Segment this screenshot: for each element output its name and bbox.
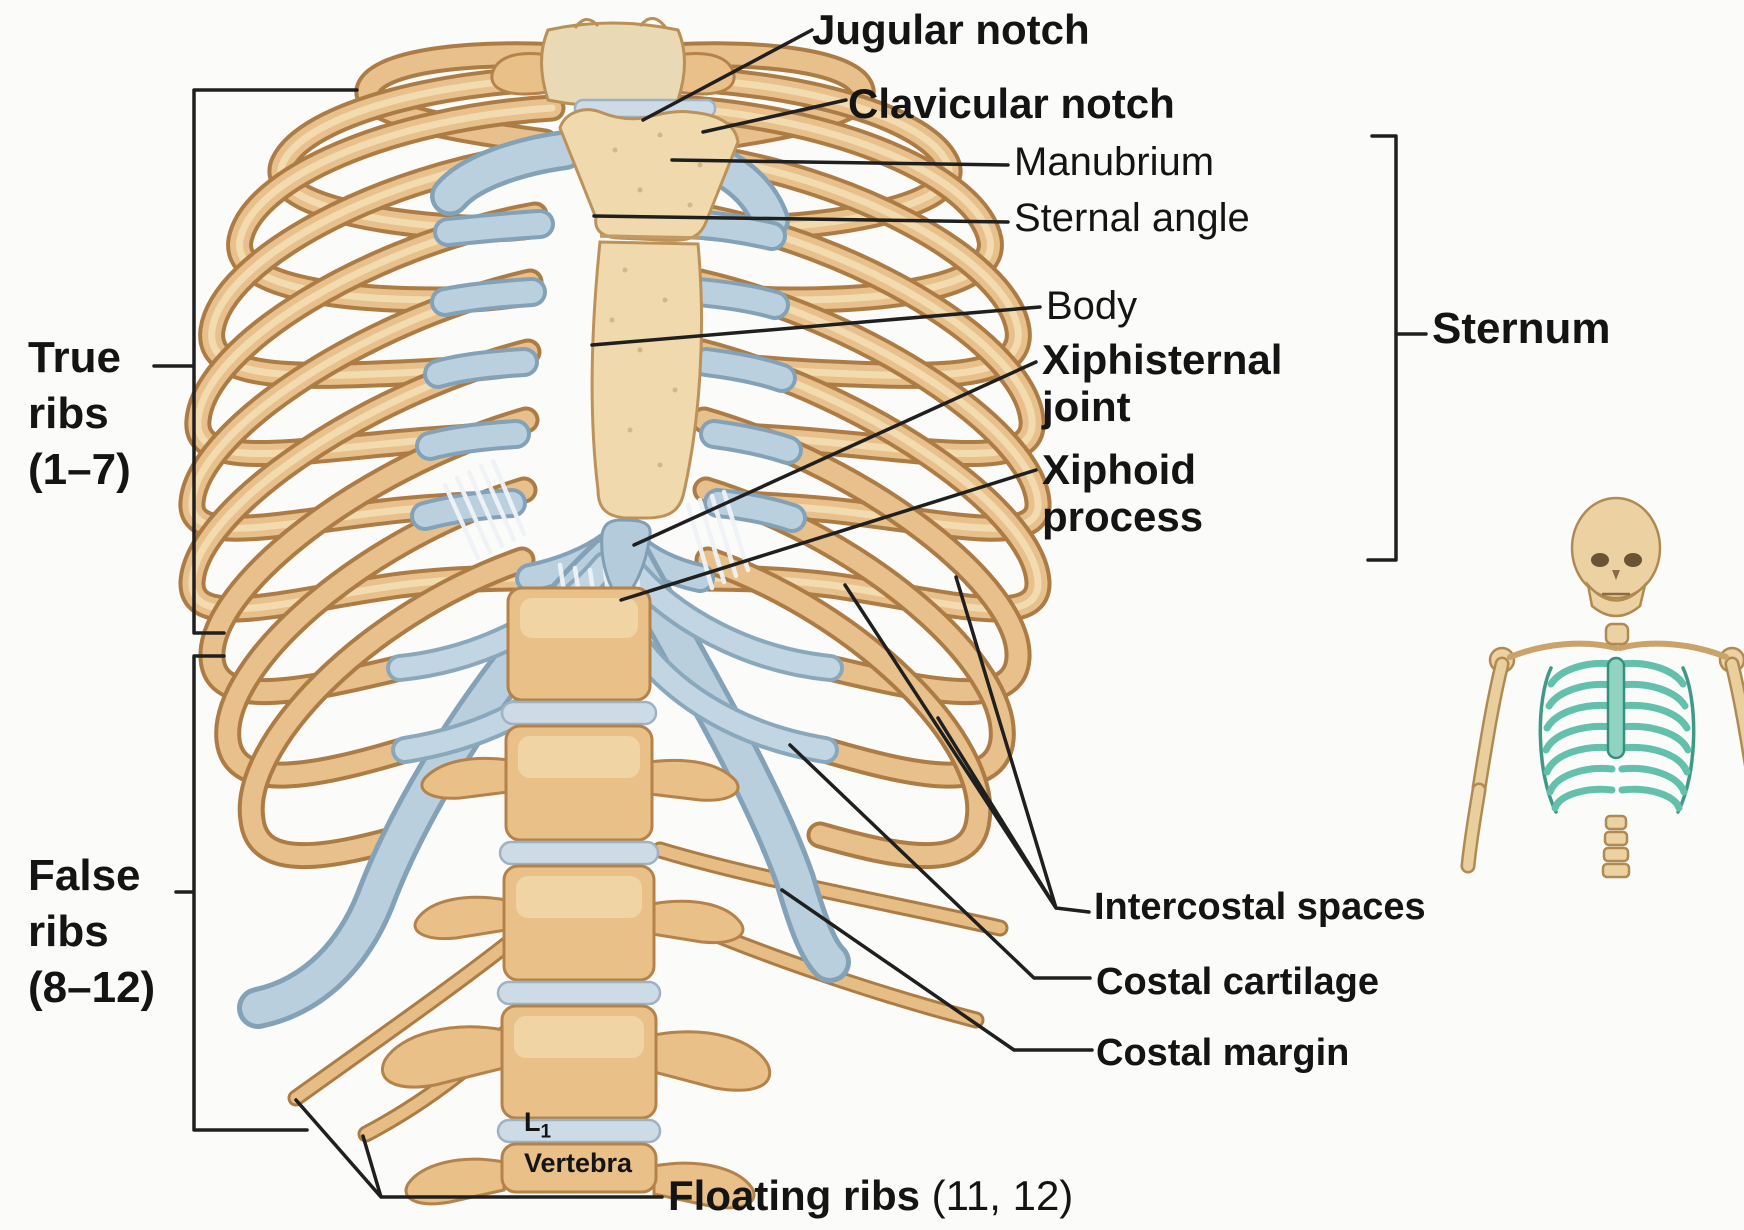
label-xiphoid-process: Xiphoid process bbox=[1042, 446, 1204, 541]
sternal-angle-line bbox=[599, 234, 701, 240]
inset-ribs bbox=[1542, 659, 1692, 812]
false-ribs-bracket bbox=[174, 654, 309, 1132]
label-manubrium: Manubrium bbox=[1014, 140, 1215, 184]
label-l1-vertebra: L1 Vertebra bbox=[524, 1107, 633, 1179]
label-intercostal-spaces: Intercostal spaces bbox=[1094, 886, 1426, 928]
manubrium-leader bbox=[670, 158, 1010, 167]
label-body: Body bbox=[1046, 284, 1138, 328]
sternal-angle-leader bbox=[592, 214, 1010, 224]
vertebral-column bbox=[381, 586, 772, 1210]
label-sternal-angle: Sternal angle bbox=[1014, 196, 1250, 240]
xiphisternal-joint-leader bbox=[632, 360, 1038, 547]
costal-cartilage-leader bbox=[788, 743, 1092, 980]
xiphoid-process-leader bbox=[619, 468, 1038, 602]
upper-thoracic-vertebra bbox=[490, 17, 736, 119]
body-leader bbox=[590, 305, 1042, 347]
label-jugular-notch: Jugular notch bbox=[812, 6, 1090, 53]
clavicular-notch-leader bbox=[701, 98, 848, 134]
leader-lines bbox=[152, 28, 1428, 1199]
sternum-bracket bbox=[1366, 134, 1428, 562]
inset-skeleton bbox=[1460, 496, 1744, 879]
label-floating-ribs: Floating ribs (11, 12) bbox=[668, 1172, 1074, 1219]
floating-ribs-leader bbox=[294, 1098, 664, 1199]
label-costal-cartilage: Costal cartilage bbox=[1096, 961, 1379, 1003]
intercostal-spaces-leader bbox=[843, 575, 1091, 914]
label-costal-margin: Costal margin bbox=[1096, 1032, 1350, 1074]
label-clavicular-notch: Clavicular notch bbox=[848, 80, 1175, 127]
label-true-ribs: True ribs (1–7) bbox=[28, 333, 131, 494]
sternal-body-shape bbox=[590, 240, 704, 520]
label-sternum: Sternum bbox=[1432, 304, 1611, 353]
true-ribs-bracket bbox=[152, 88, 359, 635]
sternum-shape bbox=[558, 108, 740, 605]
label-false-ribs: False ribs (8–12) bbox=[28, 851, 156, 1012]
bone-speckles bbox=[609, 132, 703, 468]
costal-margin-leader bbox=[780, 888, 1094, 1052]
jugular-notch-leader bbox=[641, 28, 814, 122]
label-xiphisternal-joint: Xiphisternal joint bbox=[1042, 336, 1283, 431]
